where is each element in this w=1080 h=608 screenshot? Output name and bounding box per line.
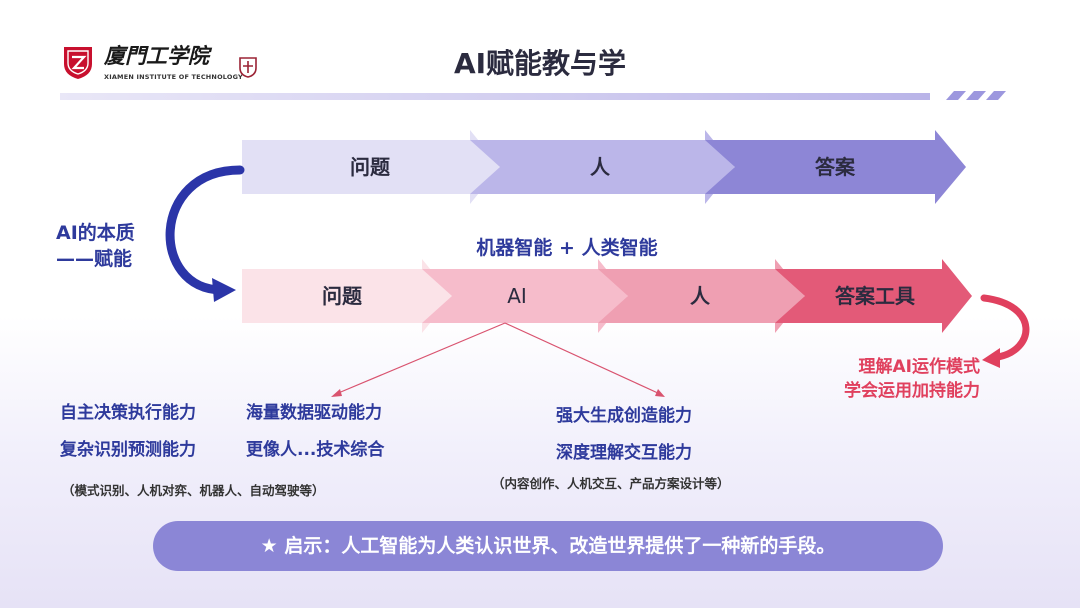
right-curve-arrow-head	[982, 348, 1000, 368]
right-curve-arrow	[980, 294, 1030, 361]
right-label-line-1: 理解AI运作模式	[858, 357, 980, 377]
header-divider	[60, 91, 1006, 100]
left-label-line-1: AI的本质	[56, 222, 135, 244]
school-name-cn: 廈門工学院	[103, 43, 234, 68]
page-title: AI赋能教与学	[453, 47, 627, 80]
capability-deep-understanding: 深度理解交互能力	[556, 443, 692, 463]
capability-recognition-prediction: 复杂识别预测能力	[60, 440, 196, 460]
top-arrow-1	[242, 130, 500, 204]
school-name-en: XIAMEN INSTITUTE OF TECHNOLOGY	[104, 73, 243, 81]
bottom-arrow-4	[775, 259, 972, 333]
middle-label: 机器智能 + 人类智能	[476, 237, 658, 259]
bottom-arrow-2	[422, 259, 628, 333]
left-curve-arrow	[165, 165, 245, 295]
bottom-label-human: 人	[690, 284, 710, 308]
top-label-answer: 答案	[815, 155, 855, 179]
top-label-human: 人	[590, 155, 610, 179]
insight-banner: ★ 启示：人工智能为人类认识世界、改造世界提供了一种新的手段。	[153, 521, 943, 571]
right-label-line-2: 学会运用加持能力	[844, 381, 980, 401]
capability-human-like: 更像人...技术综合	[246, 440, 385, 460]
ai-connector-right	[504, 322, 661, 395]
capability-autonomous-decision: 自主决策执行能力	[60, 403, 196, 423]
top-arrow-2	[470, 130, 735, 204]
right-note: （内容创作、人机交互、产品方案设计等）	[492, 476, 730, 491]
school-name-calligraphy: 廈門工学院	[103, 43, 213, 68]
left-note: （模式识别、人机对弈、机器人、自动驾驶等）	[62, 483, 325, 498]
partner-emblem-icon	[239, 57, 257, 78]
ai-connector-left	[335, 322, 506, 395]
capability-generative-creation: 强大生成创造能力	[556, 406, 692, 426]
school-emblem-icon	[64, 47, 92, 79]
bottom-label-answer-tool: 答案工具	[835, 284, 915, 308]
bottom-label-ai: AI	[507, 284, 527, 308]
top-arrow-3	[705, 130, 966, 204]
bottom-label-question: 问题	[322, 284, 362, 308]
left-curve-arrow-head	[212, 278, 236, 302]
bottom-arrow-1	[242, 259, 452, 333]
capability-data-driven: 海量数据驱动能力	[246, 403, 382, 423]
bottom-arrow-3	[598, 259, 805, 333]
left-label-line-2: ——赋能	[56, 248, 133, 270]
top-label-question: 问题	[350, 155, 390, 179]
svg-text:廈門工学院: 廈門工学院	[104, 44, 213, 66]
